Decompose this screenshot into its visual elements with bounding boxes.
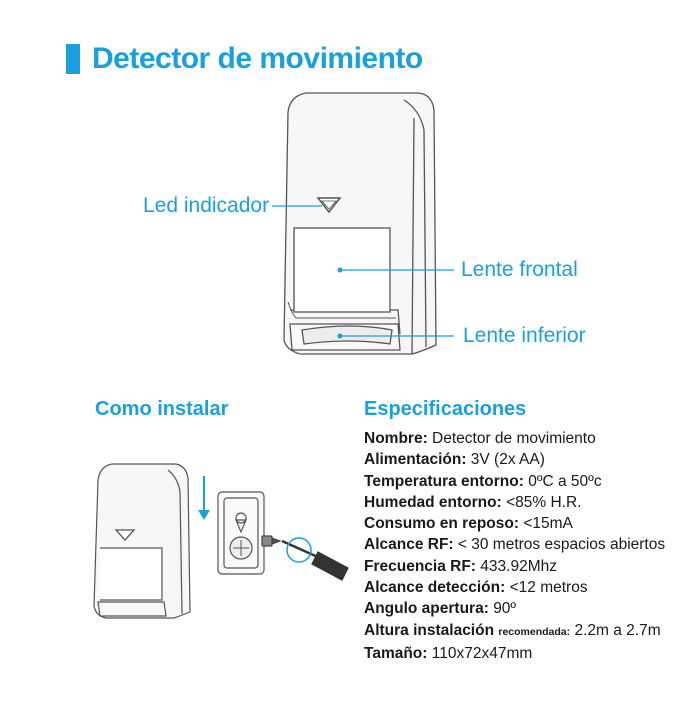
spec-row: Angulo apertura: 90º [364, 598, 665, 619]
spec-key: Consumo en reposo: [364, 515, 520, 533]
page-title: Detector de movimiento [92, 42, 423, 75]
spec-row: Frecuencia RF: 433.92Mhz [364, 556, 665, 577]
spec-value: <15mA [523, 515, 573, 533]
spec-value: 110x72x47mm [431, 644, 533, 662]
spec-key: Frecuencia RF: [364, 557, 476, 575]
spec-key: Tamaño: [364, 644, 428, 662]
spec-key: Humedad entorno: [364, 493, 502, 511]
title-block: Detector de movimiento [66, 42, 423, 76]
title-accent-bar [66, 44, 80, 74]
spec-key: Nombre: [364, 430, 428, 447]
spec-value: < 30 metros espacios abiertos [457, 536, 666, 554]
detector-main-illustration [283, 92, 437, 355]
spec-row: Tamaño: 110x72x47mm [364, 643, 665, 664]
spec-row: Alcance detección: <12 metros [364, 577, 665, 598]
spec-row: Nombre: Detector de movimiento [364, 428, 665, 449]
spec-key: Altura instalación [364, 621, 495, 639]
spec-value: <85% H.R. [506, 493, 582, 511]
spec-key: Alimentación: [364, 451, 467, 469]
install-heading: Como instalar [95, 398, 229, 420]
spec-value: Detector de movimiento [432, 430, 596, 447]
spec-value: 3V (2x AA) [470, 451, 545, 469]
spec-row: Alcance RF: < 30 metros espacios abierto… [364, 534, 665, 555]
specs-heading: Especificaciones [364, 398, 527, 420]
callout-lines [272, 205, 454, 337]
spec-value: 90º [493, 600, 517, 618]
callout-label-front-lens: Lente frontal [461, 258, 578, 281]
spec-value: 2.2m a 2.7m [574, 621, 661, 639]
spec-key: Alcance RF: [364, 536, 454, 554]
spec-row: Altura instalación recomendada: 2.2m a 2… [364, 620, 665, 643]
callout-label-bottom-lens: Lente inferior [463, 324, 586, 347]
mounting-bracket-illustration [217, 491, 265, 575]
spec-row: Humedad entorno: <85% H.R. [364, 492, 665, 513]
spec-value: 433.92Mhz [480, 557, 557, 575]
callout-dot-bottom [337, 333, 343, 339]
spec-row: Alimentación: 3V (2x AA) [364, 449, 665, 470]
callout-dot-front [337, 267, 343, 273]
spec-key: Temperatura entorno: [364, 472, 524, 490]
spec-value: 0ºC a 50ºc [528, 472, 602, 490]
spec-row: Consumo en reposo: <15mA [364, 513, 665, 534]
spec-key: Angulo apertura: [364, 600, 489, 618]
screwdriver-icon [281, 537, 349, 581]
spec-value: <12 metros [509, 579, 588, 597]
arrow-down-icon [198, 476, 210, 520]
screw-icon [261, 535, 282, 547]
callout-label-led: Led indicador [143, 194, 270, 217]
spec-key: Alcance detección: [364, 579, 506, 597]
spec-row: Temperatura entorno: 0ºC a 50ºc [364, 471, 665, 492]
spec-key-note: recomendada: [498, 625, 571, 638]
detector-small-illustration [93, 463, 191, 619]
